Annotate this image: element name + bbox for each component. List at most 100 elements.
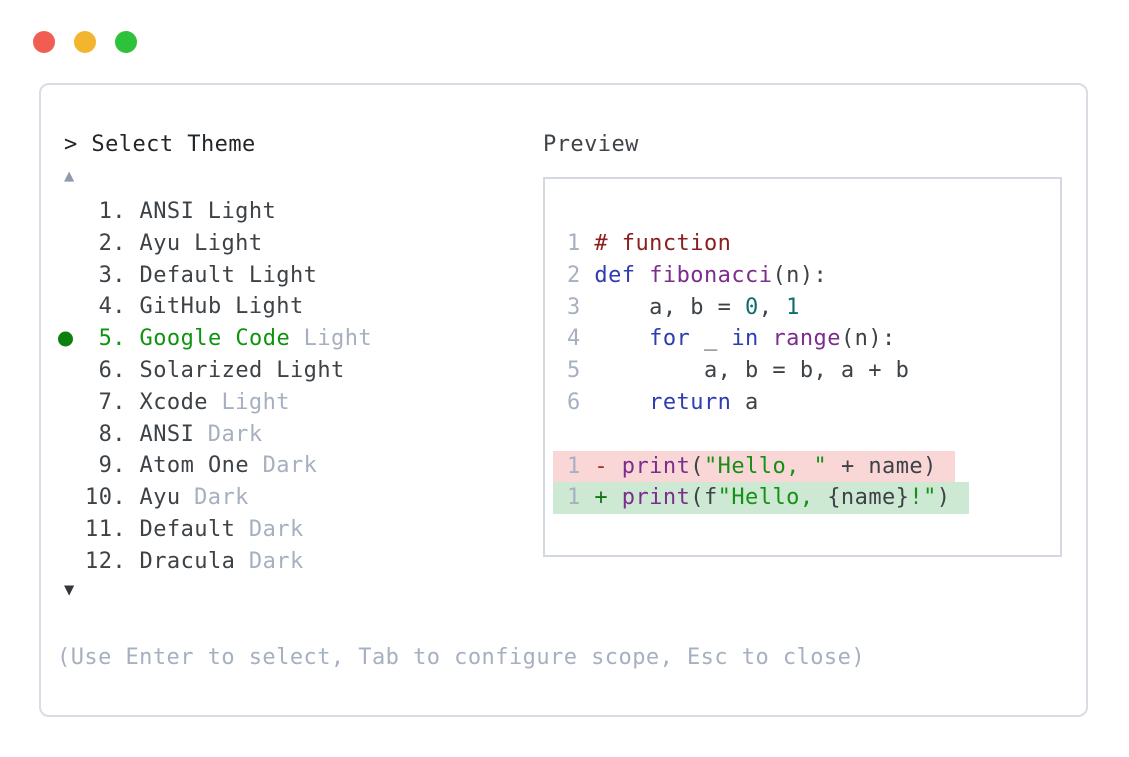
code-token-fn: fibonacci [649,262,773,288]
diff-line-highlight: 1 - print("Hello, " + name) [553,450,955,483]
theme-option[interactable]: 4. GitHub Light [58,291,543,323]
code-token-pl: ) [936,485,951,511]
code-token-ln: 1 [567,453,595,479]
code-token-pl: ( [690,453,704,479]
theme-option-number: 11. [85,516,127,542]
code-token-kw: in [731,326,759,352]
bullet-spacer [58,419,85,451]
theme-option-variant: Light [235,294,304,320]
bullet-spacer [58,291,85,323]
code-token-pl: (f [690,485,718,511]
code-token-pl [594,390,649,415]
code-token-com: # function [594,231,732,256]
bullet-spacer [58,482,85,514]
theme-option-number: 3. [98,262,126,288]
theme-option-name: Ayu [139,485,181,511]
code-token-fn: print [621,485,691,511]
bullet-spacer [58,260,85,292]
code-token-pl [608,485,622,510]
theme-option-number: 5. [98,326,126,352]
theme-option-name: GitHub [139,294,222,320]
code-token-kw: for [649,326,691,352]
diff-deleted-line: 1 - print("Hello, " + name) [553,450,1060,483]
code-token-pl [635,263,649,288]
code-token-pl: (n): [772,262,828,288]
code-token-pl: (n): [840,326,896,352]
bullet-spacer [58,196,85,228]
code-token-pl: a [731,389,759,415]
minimize-button[interactable] [74,31,96,53]
theme-option-variant: Light [248,262,318,288]
code-token-pl [608,454,622,479]
scroll-up-icon[interactable]: ▲ [64,166,75,186]
theme-option-name: Ayu [139,230,181,256]
code-token-ln: 3 [567,294,595,320]
code-line: 3 a, b = 0, 1 [567,292,1060,324]
theme-option-variant: Light [207,199,277,224]
code-line: 5 a, b = b, a + b [567,355,1060,387]
code-line: 2 def fibonacci(n): [567,260,1060,292]
code-token-pl: , [758,294,787,320]
code-line: 1 # function [567,228,1060,260]
close-button[interactable] [33,31,55,53]
select-theme-prompt: > Select Theme [64,132,256,157]
code-token-pl: a, b = [594,294,746,320]
bullet-spacer [58,355,85,387]
bullet-spacer [58,546,85,578]
scroll-down-icon[interactable]: ▼ [64,579,75,600]
code-token-pl [759,326,773,351]
code-token-pl: + name) [827,453,937,479]
theme-option[interactable]: 5. Google Code Light [58,323,543,355]
zoom-button[interactable] [115,31,137,53]
code-token-ln: 5 [567,358,595,384]
bullet-dot-icon [58,331,73,347]
theme-option-number: 1. [98,199,126,224]
theme-option-name: Google Code [139,326,291,352]
diff-inserted-line: 1 + print(f"Hello, {name}!") [553,482,1060,515]
code-token-pl: a, b = b, a + b [594,358,910,384]
code-token-kw: return [649,389,732,415]
code-token-ln: 1 [567,485,595,511]
theme-option[interactable]: 12. Dracula Dark [58,546,543,578]
theme-option-variant: Dark [207,421,263,447]
theme-option-variant: Dark [248,548,304,574]
bullet-spacer [58,387,85,419]
code-token-pl: {name} [827,485,910,511]
diff-line-highlight: 1 + print(f"Hello, {name}!") [553,482,969,515]
code-token-ln: 1 [567,231,595,256]
code-token-ln: 4 [567,326,595,352]
selected-bullet-icon [58,323,85,355]
theme-option-variant: Light [276,357,345,383]
theme-option-variant: Dark [194,485,249,511]
code-token-ln: 6 [567,389,595,415]
theme-option-number: 4. [98,294,126,320]
window-titlebar [33,31,137,53]
theme-option-number: 12. [85,548,127,574]
keyboard-hint: (Use Enter to select, Tab to configure s… [57,644,866,670]
code-token-str: "Hello, [717,485,828,511]
theme-option-variant: Light [221,389,290,415]
theme-option-number: 8. [98,421,126,447]
theme-option-number: 6. [98,357,126,383]
bullet-spacer [58,228,85,260]
bullet-spacer [58,514,85,546]
theme-option-variant: Light [303,326,373,352]
theme-option-name: Default [139,262,236,288]
theme-option-number: 2. [98,230,126,256]
theme-option[interactable]: 3. Default Light [58,260,543,292]
code-token-pl: _ [690,326,732,352]
theme-option-name: Dracula [139,548,236,574]
code-token-fn: range [772,326,841,352]
theme-option-variant: Dark [262,453,318,479]
